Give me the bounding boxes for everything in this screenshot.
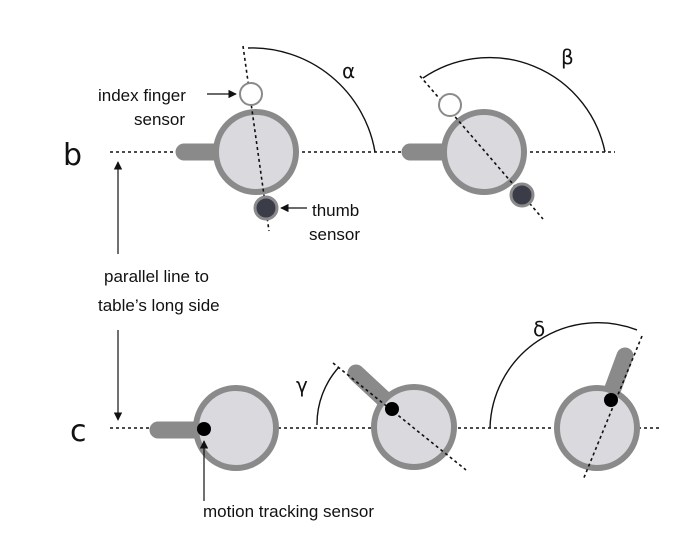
- angle-arc-alpha: [247, 47, 376, 153]
- knob-c1: [149, 385, 279, 471]
- knob-b2: β: [401, 45, 606, 220]
- angle-label-delta: δ: [533, 317, 545, 341]
- knob-c2: γ: [296, 362, 467, 471]
- thumb-label-2: sensor: [309, 225, 360, 244]
- knob-handle: [603, 347, 634, 400]
- thumb-label-1: thumb: [312, 201, 359, 220]
- knob-body: [371, 384, 457, 470]
- angle-arc-delta: [489, 322, 638, 429]
- knob-axis-line: [332, 362, 467, 471]
- angle-label-alpha: α: [342, 59, 355, 83]
- thumb-sensor: [509, 182, 535, 208]
- parallel-line-label-2: table’s long side: [98, 296, 220, 315]
- knob-axis-line: [242, 45, 270, 232]
- motion-tracking-sensor: [197, 422, 211, 436]
- knob-b1: α: [175, 45, 376, 232]
- row-label-c: c: [70, 414, 87, 449]
- knob-handle: [347, 364, 393, 408]
- motion-tracking-sensor: [385, 402, 399, 416]
- knob-c3: δ: [489, 317, 643, 481]
- angle-arc-gamma: [316, 366, 340, 426]
- knob-body: [554, 385, 640, 471]
- row-label-b: b: [63, 138, 82, 173]
- index-finger-sensor: [438, 93, 462, 117]
- index-finger-label-2: sensor: [134, 110, 185, 129]
- parallel-line-label-1: parallel line to: [104, 267, 209, 286]
- angle-label-gamma: γ: [296, 373, 308, 397]
- thumb-sensor: [253, 195, 279, 221]
- index-finger-label-1: index finger: [98, 86, 186, 105]
- knob-body: [441, 109, 527, 195]
- motion-sensor-label: motion tracking sensor: [203, 502, 374, 521]
- knob-body: [213, 109, 299, 195]
- knob-body: [193, 385, 279, 471]
- angle-arc-beta: [422, 56, 606, 153]
- angle-label-beta: β: [561, 45, 574, 69]
- motion-tracking-sensor: [604, 393, 618, 407]
- knob-axis-line: [582, 335, 643, 481]
- index-finger-sensor: [239, 82, 263, 106]
